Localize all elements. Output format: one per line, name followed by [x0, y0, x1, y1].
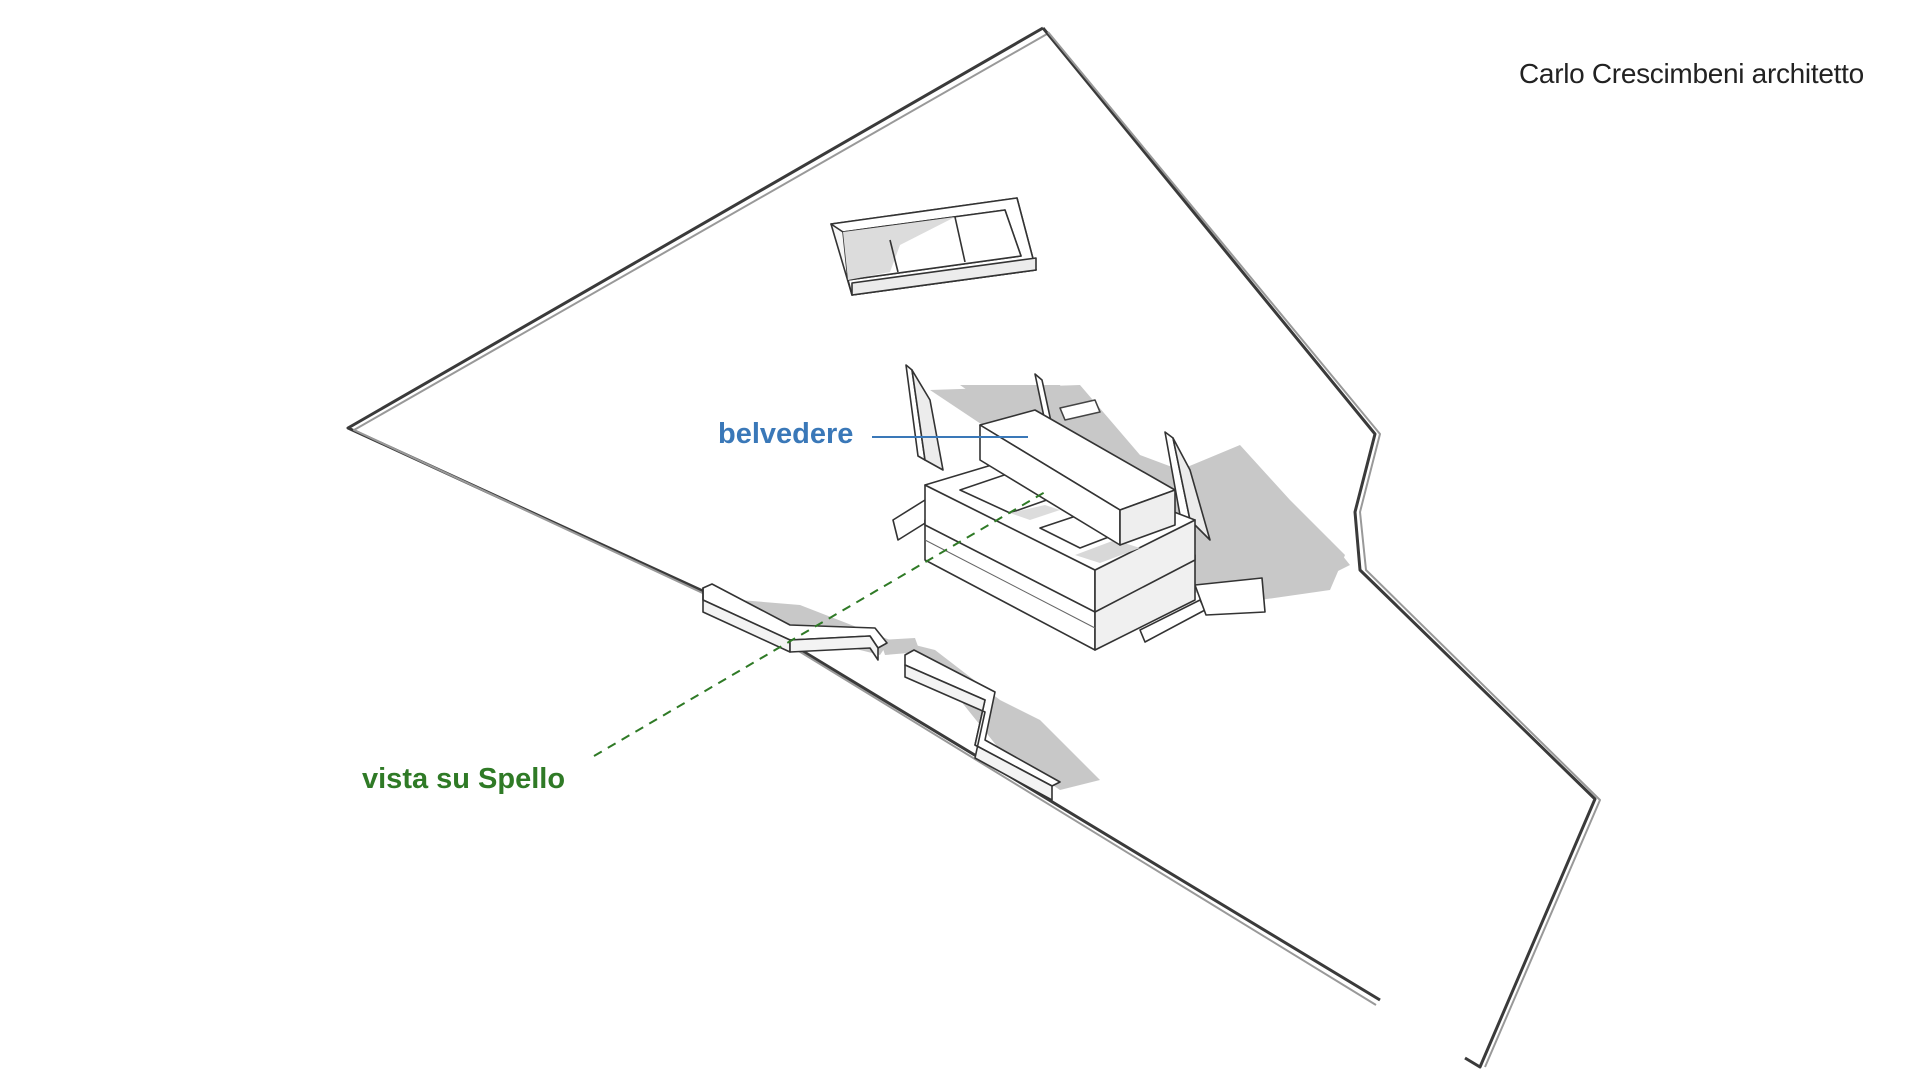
boundary-line-inner	[353, 33, 1377, 1006]
gate-shadow	[880, 638, 920, 655]
vista-label: vista su Spello	[362, 763, 566, 795]
building-shadow-wall	[960, 385, 1080, 420]
fin-e	[1194, 577, 1266, 616]
fin-nw-face	[911, 369, 944, 471]
lower-block-band	[924, 539, 1096, 629]
site-boundary	[346, 26, 1601, 1069]
wall-left-face-2	[789, 635, 879, 661]
annotations	[593, 436, 1046, 757]
pool-divider-1	[889, 239, 899, 273]
boundary-line-east	[1041, 27, 1597, 1069]
belvedere-window	[1059, 399, 1101, 421]
fin-ne-face	[1172, 437, 1211, 541]
architect-credit: Carlo Crescimbeni architetto	[1519, 58, 1864, 89]
vista-sight-line	[593, 491, 1046, 757]
courtyard-2-floor	[1075, 540, 1140, 563]
boundary-line-east-inner	[1047, 31, 1601, 1068]
belvedere-label: belvedere	[718, 418, 854, 450]
building-shadow-east	[1180, 445, 1345, 600]
courtyard-1-floor	[1010, 505, 1060, 520]
pool	[830, 197, 1037, 296]
pool-inner-shade	[843, 217, 955, 280]
pool-bottom-edge	[851, 257, 1037, 296]
house	[892, 364, 1266, 651]
wall-right-face	[904, 664, 1053, 801]
entrance-walls	[702, 583, 1061, 801]
belvedere-right-face	[1119, 489, 1176, 546]
pool-divider-2	[954, 216, 966, 263]
